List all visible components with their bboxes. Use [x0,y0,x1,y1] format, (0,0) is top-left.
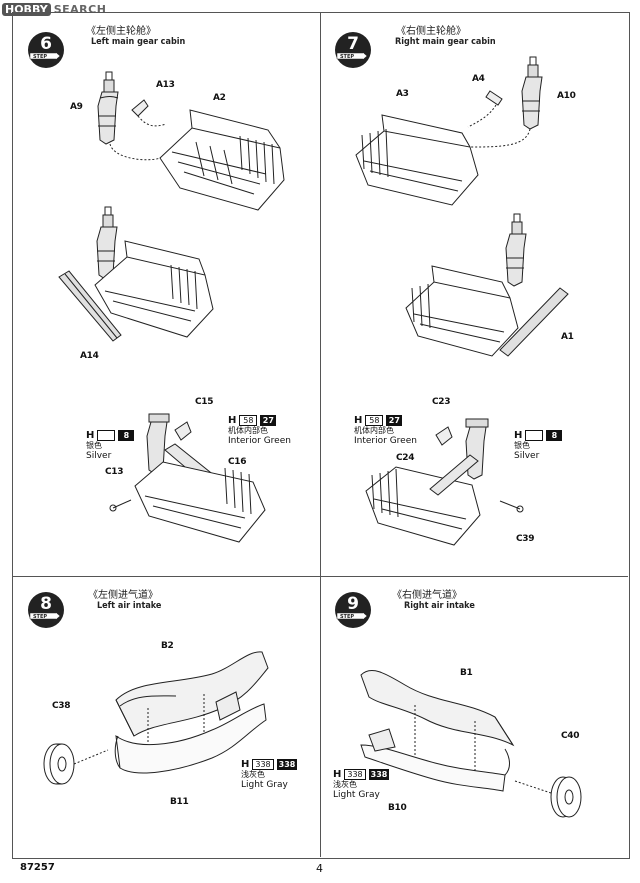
step-6-paint-silver: H 8 银色 Silver [86,429,135,462]
kit-number: 87257 [20,862,55,873]
paint-name-cn: 浅灰色 [333,780,357,789]
step-6-drawing-middle [55,205,285,355]
step-8-paint-light-gray: H 338 338 浅灰色 Light Gray [241,758,298,791]
step-6-part-a14: A14 [80,351,99,361]
paint-name-cn: 银色 [514,441,530,450]
step-7-part-c39: C39 [516,534,535,544]
step-8-drawing [36,640,276,800]
step-6-part-a13: A13 [156,80,175,90]
paint-code-hobby: 58 [239,414,258,426]
paint-h-label: H [86,429,95,441]
paint-code-hobby [525,429,544,441]
paint-code-mr: 27 [386,414,403,426]
horizontal-divider [12,576,628,577]
vertical-divider [320,12,321,857]
paint-name-en: Silver [86,451,112,461]
step-6-part-c16: C16 [228,457,247,467]
page-frame [12,12,630,859]
step-7-part-a1: A1 [561,332,574,342]
step-8-number: 8 [40,594,52,614]
step-7-part-c23: C23 [432,397,451,407]
step-7-paint-interior-green: H 58 27 机体内部色 Interior Green [354,414,417,447]
paint-code-mr: 27 [260,414,277,426]
page-number: 4 [316,862,323,875]
paint-name-cn: 机体内部色 [228,426,268,435]
step-9-badge: 9 STEP [335,592,371,628]
paint-name-en: Light Gray [333,790,380,800]
paint-name-en: Interior Green [354,436,417,446]
step-6-drawing-top [70,70,290,220]
step-6-caption-en: Left main gear cabin [91,37,186,47]
paint-name-cn: 浅灰色 [241,770,265,779]
step-9-caption-cn: 《右侧进气道》 [392,590,462,601]
paint-name-cn: 银色 [86,441,102,450]
paint-h-label: H [228,414,237,426]
paint-code-hobby [97,429,116,441]
step-6-part-a9: A9 [70,102,83,112]
step-8-badge: 8 STEP [28,592,64,628]
step-7-part-a3: A3 [396,89,409,99]
step-8-part-b11: B11 [170,797,189,807]
step-9-number: 9 [347,594,359,614]
paint-code-mr: 338 [276,758,298,770]
step-7-caption-cn: 《右侧主轮舱》 [396,26,466,37]
paint-name-en: Silver [514,451,540,461]
paint-h-label: H [333,768,342,780]
step-7-drawing-middle [400,212,580,362]
step-7-drawing-top [350,55,570,215]
step-9-part-b10: B10 [388,803,407,813]
paint-h-label: H [354,414,363,426]
step-6-part-c15: C15 [195,397,214,407]
step-6-paint-interior-green: H 58 27 机体内部色 Interior Green [228,414,291,447]
step-8-caption-en: Left air intake [97,601,162,611]
step-7-badge: 7 STEP [335,32,371,68]
paint-code-mr: 8 [546,429,563,441]
step-9-part-c40: C40 [561,731,580,741]
step-6-badge: 6 STEP [28,32,64,68]
step-8-part-c38: C38 [52,701,71,711]
paint-name-en: Interior Green [228,436,291,446]
step-9-caption-en: Right air intake [404,601,475,611]
paint-code-mr: 338 [368,768,390,780]
step-6-part-a2: A2 [213,93,226,103]
paint-h-label: H [514,429,523,441]
step-7-part-a10: A10 [557,91,576,101]
step-6-caption-cn: 《左侧主轮舱》 [86,26,156,37]
step-7-step-label: STEP [340,54,354,60]
step-9-drawing [355,645,595,825]
step-7-drawing-bottom [360,405,540,555]
step-9-paint-light-gray: H 338 338 浅灰色 Light Gray [333,768,390,801]
step-8-step-label: STEP [33,614,47,620]
step-8-part-b2: B2 [161,641,174,651]
step-6-step-label: STEP [33,54,47,60]
paint-code-hobby: 338 [344,768,366,780]
paint-code-hobby: 58 [365,414,384,426]
step-6-part-c13: C13 [105,467,124,477]
step-8-caption-cn: 《左侧进气道》 [88,590,158,601]
step-9-step-label: STEP [340,614,354,620]
paint-name-en: Light Gray [241,780,288,790]
paint-name-cn: 机体内部色 [354,426,394,435]
step-9-part-b1: B1 [460,668,473,678]
step-7-number: 7 [347,34,359,54]
step-6-drawing-bottom [105,400,275,550]
paint-h-label: H [241,758,250,770]
step-7-part-a4: A4 [472,74,485,84]
paint-code-mr: 8 [118,429,135,441]
step-6-number: 6 [40,34,52,54]
paint-code-hobby: 338 [252,758,274,770]
step-7-part-c24: C24 [396,453,415,463]
step-7-caption-en: Right main gear cabin [395,37,496,47]
step-7-paint-silver: H 8 银色 Silver [514,429,563,462]
